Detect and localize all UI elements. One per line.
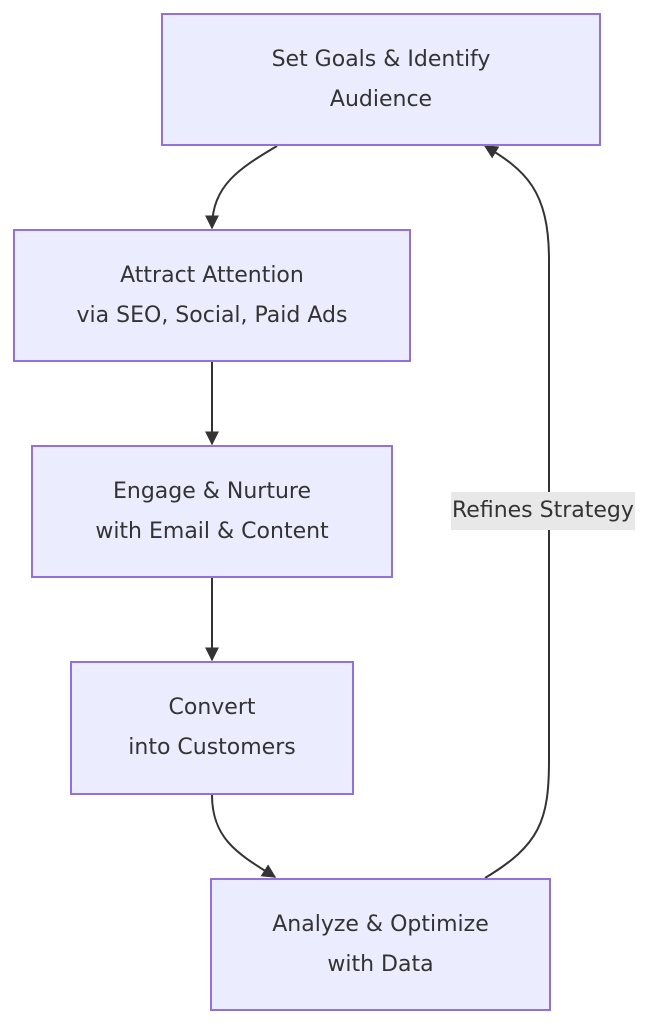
node-analyze-optimize: Analyze & Optimize with Data bbox=[210, 878, 551, 1011]
node-line: via SEO, Social, Paid Ads bbox=[76, 302, 348, 328]
node-line: with Email & Content bbox=[95, 518, 329, 544]
node-attract-attention: Attract Attention via SEO, Social, Paid … bbox=[13, 229, 411, 362]
node-convert: Convert into Customers bbox=[70, 661, 354, 795]
node-line: Attract Attention bbox=[120, 262, 304, 288]
node-line: Convert bbox=[168, 695, 256, 720]
edge-goals-to-attract bbox=[205, 145, 278, 230]
node-line: Audience bbox=[329, 86, 433, 112]
edge-label-refines-strategy: Refines Strategy bbox=[451, 492, 635, 530]
node-line: Analyze & Optimize bbox=[272, 911, 489, 937]
node-line: Engage & Nurture bbox=[112, 478, 312, 504]
edge-convert-to-analyze bbox=[211, 794, 277, 878]
node-line: Set Goals & Identify bbox=[271, 46, 491, 72]
node-set-goals: Set Goals & Identify Audience bbox=[161, 13, 601, 146]
node-line: with Data bbox=[327, 951, 434, 977]
node-engage-nurture: Engage & Nurture with Email & Content bbox=[31, 445, 393, 578]
node-line: into Customers bbox=[128, 735, 296, 760]
